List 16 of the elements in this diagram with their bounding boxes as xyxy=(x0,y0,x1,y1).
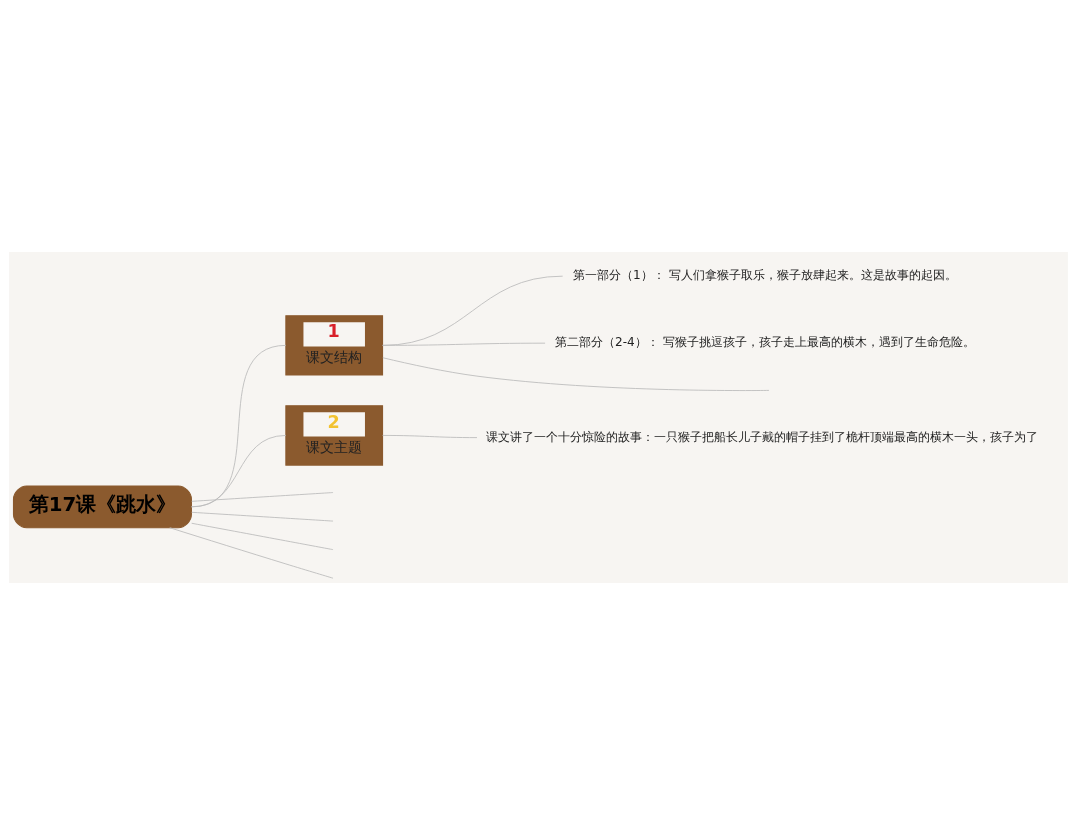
node-box: 2 课文主题 xyxy=(285,405,384,466)
connector xyxy=(169,527,334,579)
connector xyxy=(191,435,287,508)
connector xyxy=(191,344,287,508)
node-box: 1 课文结构 xyxy=(285,315,384,376)
node-text: 课文讲了一个十分惊险的故事：一只猴子把船长儿子戴的帽子挂到了桅杆顶端最高的横木一头，孩子为了 xyxy=(485,429,1038,444)
connector xyxy=(191,511,334,522)
node-text: 第一部分（1）： 写人们拿猴子取乐，猴子放肆起来。这是故事的起因。 xyxy=(573,268,957,283)
node-box: 第17课《跳水》 xyxy=(12,485,192,529)
connector xyxy=(191,492,334,502)
connector xyxy=(382,357,770,391)
connector xyxy=(382,342,546,346)
node-text: 第二部分（2-4）： 写猴子挑逗孩子，孩子走上最高的横木，遇到了生命危险。 xyxy=(554,335,975,350)
connector xyxy=(382,275,564,346)
connector xyxy=(191,522,334,551)
connector xyxy=(382,435,478,439)
